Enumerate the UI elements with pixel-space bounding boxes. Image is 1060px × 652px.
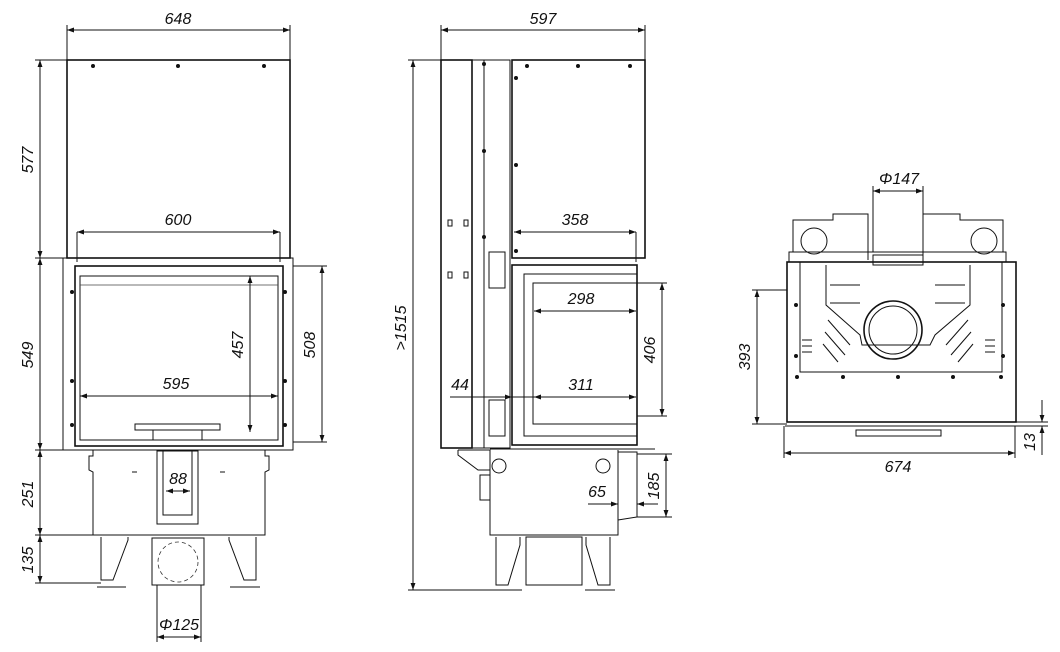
side-panel-outer xyxy=(440,59,473,449)
front-handle xyxy=(134,423,221,431)
side-panel-inner xyxy=(472,59,511,449)
front-view: 648 577 600 549 457 508 595 88 251 135 Φ… xyxy=(20,11,327,642)
front-leg-right xyxy=(228,537,257,581)
top-body xyxy=(786,261,1017,423)
top-vent-slots xyxy=(802,284,995,363)
dim-top-flue-diameter: Φ147 xyxy=(879,171,920,188)
front-leg-left xyxy=(100,537,129,581)
dim-side-top-depth: 358 xyxy=(562,212,589,229)
side-base xyxy=(458,449,619,536)
side-leg-left xyxy=(495,537,521,586)
dim-front-door-height: 508 xyxy=(302,332,319,359)
side-view: 597 >1515 358 298 406 44 311 185 65 xyxy=(393,11,672,591)
dim-side-glass-height: 406 xyxy=(642,337,659,364)
front-flue-box xyxy=(151,537,205,586)
top-flue-collar xyxy=(863,300,923,360)
side-top-casing xyxy=(511,59,646,259)
dim-side-base-height: 185 xyxy=(646,473,663,500)
dim-side-base-offset: 65 xyxy=(588,484,606,501)
dim-front-width-top: 648 xyxy=(165,11,192,28)
dim-front-base-height: 251 xyxy=(20,481,37,509)
top-view: Φ147 393 674 13 xyxy=(737,171,1048,476)
dim-top-width: 674 xyxy=(885,459,912,476)
side-inlet-left xyxy=(491,458,507,474)
dim-side-total-height: >1515 xyxy=(393,305,410,350)
dim-front-leg-height: 135 xyxy=(20,547,37,574)
side-bolts xyxy=(482,62,632,253)
side-hinge-bottom xyxy=(488,399,506,437)
dim-front-body-height: 549 xyxy=(20,342,37,369)
front-top-bolts xyxy=(91,64,266,68)
side-leg-right xyxy=(585,537,611,586)
dim-front-flue-diameter: Φ125 xyxy=(159,617,199,634)
top-handle xyxy=(855,429,942,437)
side-inlet-right xyxy=(595,458,611,474)
front-body-frame xyxy=(62,257,294,451)
front-body-bolts xyxy=(70,290,287,427)
dim-side-door-width: 311 xyxy=(568,377,594,394)
front-door-frame xyxy=(74,265,284,447)
dim-front-glass-width: 595 xyxy=(163,376,190,393)
side-hinge-top xyxy=(488,251,506,289)
dim-top-depth: 393 xyxy=(737,344,754,371)
dim-front-height-top: 577 xyxy=(20,146,37,174)
dim-side-offset: 44 xyxy=(451,377,469,394)
side-glass xyxy=(532,282,638,425)
dim-front-inner-width: 600 xyxy=(165,212,192,229)
top-knob-left xyxy=(800,227,828,255)
front-flue-outlet xyxy=(157,541,199,583)
top-knob-right xyxy=(970,227,998,255)
side-flue-box xyxy=(525,536,583,586)
front-base xyxy=(88,450,270,536)
dim-front-plate-width: 88 xyxy=(169,471,187,488)
front-glass xyxy=(79,275,279,441)
dim-front-glass-height: 457 xyxy=(230,331,247,359)
dim-side-depth: 597 xyxy=(530,11,558,28)
dim-side-glass-width: 298 xyxy=(567,291,595,308)
top-bolts xyxy=(794,303,1005,379)
dim-top-step: 13 xyxy=(1022,433,1039,451)
